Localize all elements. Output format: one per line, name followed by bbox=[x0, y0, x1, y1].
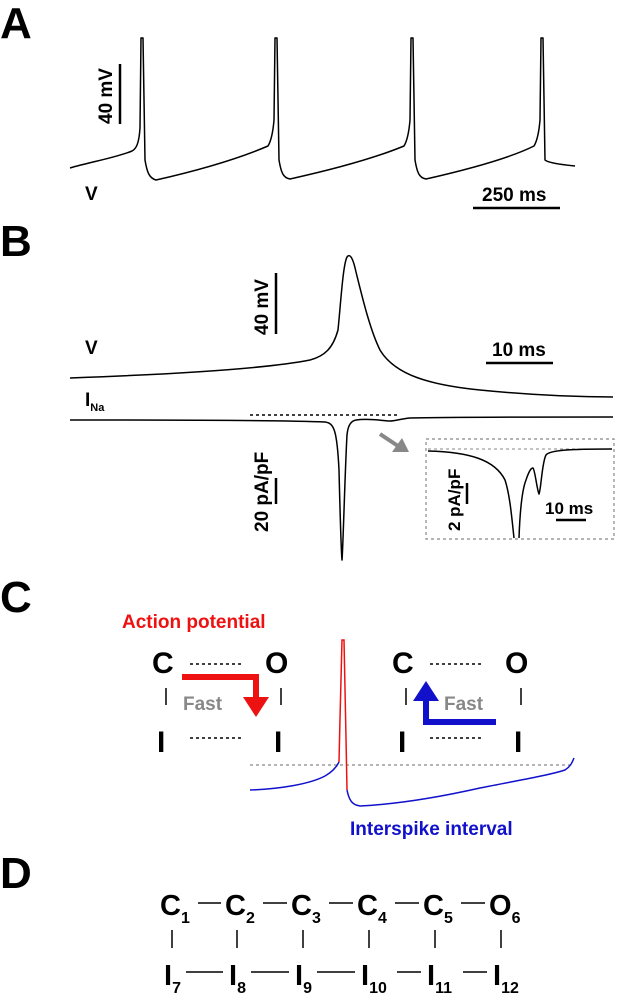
left-state-i2: I bbox=[274, 726, 282, 759]
left-fast-label: Fast bbox=[183, 694, 223, 715]
left-state-i1: I bbox=[157, 726, 165, 759]
left-state-c: C bbox=[152, 647, 174, 680]
right-state-o: O bbox=[505, 647, 528, 680]
panel-a-letter: A bbox=[0, 0, 32, 48]
panel-b-sodium-current-trace bbox=[69, 416, 614, 561]
interspike-interval-label: Interspike interval bbox=[350, 819, 513, 840]
panel-a: A 40 mV V 250 ms bbox=[0, 0, 576, 210]
panel-b-ina-label-main: I bbox=[85, 390, 90, 411]
panel-b-voltage-trace bbox=[69, 254, 614, 398]
inset-pointer-arrow bbox=[378, 432, 409, 452]
inset-current-trace bbox=[427, 448, 613, 539]
state-bottom-i12: I12 bbox=[493, 960, 519, 994]
fast-recovery-arrow bbox=[413, 681, 496, 725]
action-potential-label: Action potential bbox=[122, 612, 266, 633]
inset-current-scalebar-label: 2 pA/pF bbox=[445, 469, 464, 531]
d-top-row: C1 C2 C3 C4 C5 O6 bbox=[160, 890, 521, 927]
panel-b-current-scalebar-label: 20 pA/pF bbox=[252, 452, 273, 532]
state-top-c3: C3 bbox=[291, 890, 321, 927]
inset-time-scalebar-label: 10 ms bbox=[545, 499, 593, 518]
right-fast-label: Fast bbox=[444, 694, 484, 715]
interspike-trace-after bbox=[346, 757, 575, 807]
panel-d-letter: D bbox=[0, 849, 32, 898]
panel-b-voltage-label: V bbox=[85, 338, 98, 359]
fast-inactivation-arrow bbox=[182, 674, 269, 717]
state-bottom-i11: I11 bbox=[427, 960, 452, 994]
state-top-c4: C4 bbox=[357, 890, 387, 927]
panel-b: B V 40 mV 10 ms INa 20 pA/pF 2 pA/pF 10 … bbox=[0, 217, 615, 561]
right-state-diagram: C O I I Fast bbox=[392, 647, 528, 759]
panel-b-time-scalebar-label: 10 ms bbox=[492, 340, 546, 361]
panel-b-ina-label-sub: Na bbox=[90, 402, 105, 414]
right-state-i1: I bbox=[398, 726, 406, 759]
right-state-i2: I bbox=[514, 726, 522, 759]
panel-a-trace-label: V bbox=[85, 184, 98, 205]
state-top-c2: C2 bbox=[225, 890, 255, 927]
panel-a-voltage-scalebar-label: 40 mV bbox=[96, 68, 117, 124]
state-bottom-i8: I8 bbox=[229, 960, 246, 994]
panel-c-letter: C bbox=[0, 573, 32, 622]
state-top-c5: C5 bbox=[423, 890, 453, 927]
panel-c: C Action potential Interspike interval C… bbox=[0, 573, 575, 840]
panel-b-voltage-scalebar-label: 40 mV bbox=[252, 279, 273, 335]
d-bottom-row: I7 I8 I9 I10 I11 I12 bbox=[164, 960, 519, 994]
panel-a-voltage-trace bbox=[69, 37, 576, 181]
state-bottom-i7: I7 bbox=[164, 960, 181, 994]
left-state-o: O bbox=[265, 647, 288, 680]
panel-b-letter: B bbox=[0, 217, 32, 266]
state-bottom-i10: I10 bbox=[361, 960, 387, 994]
panel-b-inset: 2 pA/pF 10 ms bbox=[425, 438, 615, 540]
state-bottom-i9: I9 bbox=[295, 960, 312, 994]
state-top-o6: O6 bbox=[489, 890, 521, 927]
panel-d: D C1 C2 C3 C4 C5 O6 I7 I8 I9 I10 I11 I12 bbox=[0, 849, 521, 994]
panel-a-time-scalebar-label: 250 ms bbox=[482, 185, 546, 206]
action-potential-trace bbox=[338, 639, 348, 791]
right-state-c: C bbox=[392, 647, 414, 680]
panel-b-ina-label: INa bbox=[85, 390, 105, 414]
state-top-c1: C1 bbox=[160, 890, 190, 927]
d-links bbox=[171, 902, 502, 973]
left-state-diagram: C O I I Fast bbox=[152, 647, 288, 759]
interspike-trace-before bbox=[249, 761, 340, 791]
